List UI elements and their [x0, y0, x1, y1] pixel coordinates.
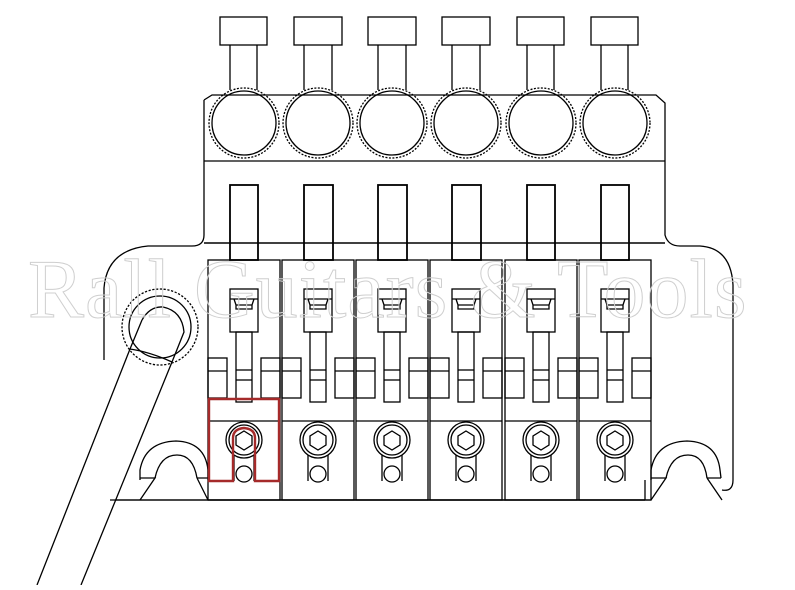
knurled-wheel-icon [430, 87, 502, 159]
fine-tuner-head [219, 16, 268, 46]
saddle-2[interactable] [281, 259, 355, 501]
bottom-plate [110, 480, 646, 501]
knurled-wheel-icon [208, 87, 280, 159]
fine-tuners [208, 16, 651, 159]
tremolo-arm[interactable] [36, 306, 185, 586]
pivot-right [650, 440, 723, 501]
pivot-left [139, 440, 209, 501]
knurled-nut-icon [121, 288, 199, 366]
knurled-wheel-icon [356, 87, 428, 159]
knurled-wheel-icon [282, 87, 354, 159]
fine-tuner-5[interactable] [505, 16, 577, 159]
saddle-1[interactable] [207, 259, 281, 501]
hex-socket-icon [457, 430, 475, 451]
tuner-posts [229, 184, 630, 261]
base-plate-outline [103, 94, 734, 491]
fine-tuner-6[interactable] [579, 16, 651, 159]
saddles [207, 259, 652, 501]
saddle-6[interactable] [578, 259, 652, 501]
saddle-3[interactable] [355, 259, 429, 501]
fine-tuner-4[interactable] [430, 16, 502, 159]
saddle-4[interactable] [429, 259, 503, 501]
tremolo-arm-nut[interactable] [121, 288, 199, 366]
knurled-wheel-icon [505, 87, 577, 159]
hex-socket-icon [235, 430, 253, 451]
saddle-5[interactable] [504, 259, 578, 501]
fine-tuner-2[interactable] [282, 16, 354, 159]
hex-socket-icon [383, 430, 401, 451]
hex-socket-icon [606, 430, 624, 451]
fine-tuner-3[interactable] [356, 16, 428, 159]
highlighted-saddle-outline [207, 397, 281, 483]
hex-socket-icon [309, 430, 327, 451]
knurled-wheel-icon [579, 87, 651, 159]
fine-tuner-1[interactable] [208, 16, 280, 159]
hex-socket-icon [532, 430, 550, 451]
